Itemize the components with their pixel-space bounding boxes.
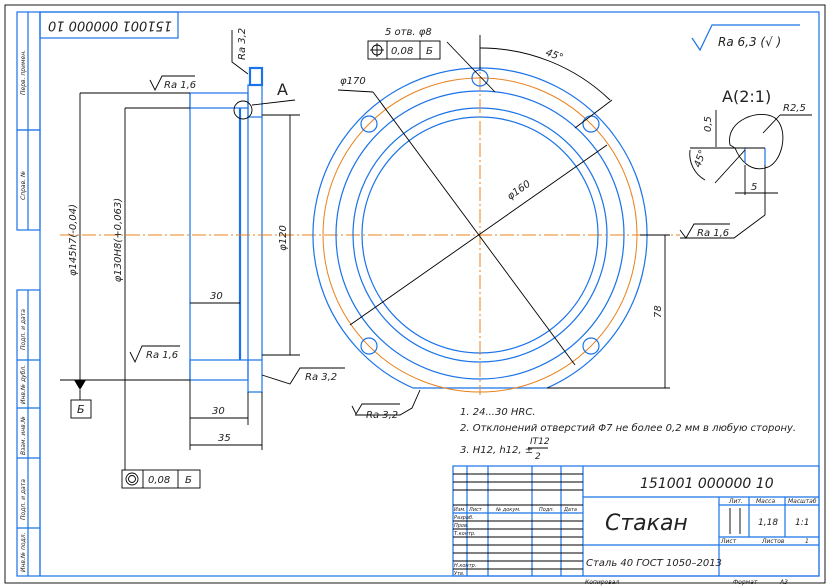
svg-text:0,08: 0,08 bbox=[148, 475, 170, 486]
copied-label: Копировал bbox=[585, 579, 619, 586]
section-view: А φ145h7(-0,04) φ130H8(+0,063) φ120 30 3… bbox=[60, 28, 680, 489]
note-2: 2. Отклонений отверстий Φ7 не более 0,2 … bbox=[460, 422, 796, 434]
dim-d120: φ120 bbox=[278, 225, 289, 251]
detail-a-marker bbox=[233, 100, 253, 120]
section-mark: А bbox=[277, 80, 288, 99]
stamp-sprav: Справ. № bbox=[20, 171, 27, 200]
roughness-top: Ra 1,6 bbox=[164, 80, 196, 91]
svg-text:Подп.: Подп. bbox=[539, 507, 554, 513]
svg-text:Б: Б bbox=[185, 475, 192, 486]
svg-text:Разраб.: Разраб. bbox=[454, 515, 474, 521]
svg-text:Пров.: Пров. bbox=[454, 523, 469, 529]
stamp-dubl: Инв.№ дубл. bbox=[20, 365, 27, 404]
svg-text:Т.контр.: Т.контр. bbox=[454, 531, 476, 537]
position-tolerance-frame: 0,08 Б bbox=[367, 40, 441, 60]
outer-frame bbox=[4, 4, 826, 584]
roughness-flange: Ra 3,2 bbox=[305, 372, 337, 383]
title-block: Изм. Лист № докум. Подп. Дата Разраб. Пр… bbox=[452, 465, 820, 586]
scale-value: 1:1 bbox=[795, 518, 809, 528]
detail-05: 0,5 bbox=[703, 116, 714, 132]
roughness-bottom: Ra 3,2 bbox=[366, 410, 398, 421]
svg-text:Масса: Масса bbox=[756, 498, 775, 505]
note-1: 1. 24...30 HRC. bbox=[460, 407, 536, 418]
detail-radius: R2,5 bbox=[783, 103, 806, 114]
stamp-podp2: Подп. и дата bbox=[20, 479, 27, 520]
roughness-detail: Ra 1,6 bbox=[697, 228, 729, 239]
concentricity-frame: 0,08 Б bbox=[121, 469, 201, 489]
svg-text:Изм.: Изм. bbox=[454, 507, 466, 513]
detail-5: 5 bbox=[751, 182, 757, 193]
svg-text:№ докум.: № докум. bbox=[495, 507, 521, 513]
side-stamps: Перв. примен. Справ. № Подп. и дата Инв.… bbox=[16, 11, 41, 577]
detail-a: А(2:1) R2,5 0,5 45° 5 Ra 1,6 bbox=[679, 87, 812, 239]
note-3-den: 2 bbox=[535, 452, 541, 462]
front-view: φ170 φ160 45° 78 5 отв. φ8 0,08 Б Ra 3,2 bbox=[312, 27, 670, 421]
format-label: Формат bbox=[733, 579, 758, 586]
svg-text:Листов: Листов bbox=[761, 538, 785, 545]
dim-35: 35 bbox=[218, 433, 231, 444]
material: Сталь 40 ГОСТ 1050–2013 bbox=[586, 558, 722, 569]
svg-text:Н.контр.: Н.контр. bbox=[454, 563, 476, 569]
designation: 151001 000000 10 bbox=[640, 476, 774, 492]
dim-d160: φ160 bbox=[505, 179, 532, 203]
mass-value: 1,18 bbox=[758, 518, 778, 528]
detail-title: А(2:1) bbox=[722, 87, 771, 106]
svg-text:1: 1 bbox=[805, 538, 809, 545]
svg-text:Лист: Лист bbox=[720, 538, 737, 545]
part-title: Стакан bbox=[605, 511, 688, 536]
dim-78: 78 bbox=[653, 305, 664, 318]
dim-d145: φ145h7(-0,04) bbox=[68, 204, 79, 276]
svg-text:Лист: Лист bbox=[468, 507, 483, 513]
dim-45: 45° bbox=[544, 47, 564, 63]
technical-notes: 1. 24...30 HRC. 2. Отклонений отверстий … bbox=[460, 407, 796, 462]
dim-d170: φ170 bbox=[340, 76, 366, 87]
svg-text:Б: Б bbox=[426, 46, 433, 57]
format-value: А3 bbox=[779, 579, 788, 586]
note-3: 3. H12, h12, ± bbox=[460, 445, 533, 456]
stamp-vzam: Взам. инв.№ bbox=[20, 416, 27, 455]
svg-text:Дата: Дата bbox=[563, 507, 577, 513]
dim-30: 30 bbox=[212, 406, 225, 417]
dim-30-inner: 30 bbox=[210, 291, 223, 302]
svg-text:Ra 6,3 (√ ): Ra 6,3 (√ ) bbox=[718, 35, 781, 49]
svg-text:0,08: 0,08 bbox=[391, 46, 413, 57]
rotated-designation-box: 151001 000000 10 bbox=[39, 11, 179, 39]
note-3-num: IT12 bbox=[530, 437, 550, 447]
stamp-podp1: Подп. и дата bbox=[20, 309, 27, 350]
svg-text:Лит.: Лит. bbox=[728, 498, 743, 505]
stamp-perv: Перв. примен. bbox=[20, 50, 27, 95]
svg-text:Утв.: Утв. bbox=[454, 571, 465, 577]
stamp-podl: Инв.№ подл. bbox=[20, 532, 27, 572]
svg-text:Масштаб: Масштаб bbox=[788, 498, 817, 505]
holes-label: 5 отв. φ8 bbox=[385, 27, 432, 38]
detail-45: 45° bbox=[692, 149, 708, 169]
roughness-flange-top: Ra 3,2 bbox=[237, 28, 248, 60]
datum-label: Б bbox=[77, 403, 85, 416]
general-roughness: Ra 6,3 (√ ) bbox=[691, 24, 800, 52]
roughness-mid: Ra 1,6 bbox=[146, 350, 178, 361]
dim-d130: φ130H8(+0,063) bbox=[113, 198, 124, 282]
rotated-designation: 151001 000000 10 bbox=[48, 18, 172, 33]
